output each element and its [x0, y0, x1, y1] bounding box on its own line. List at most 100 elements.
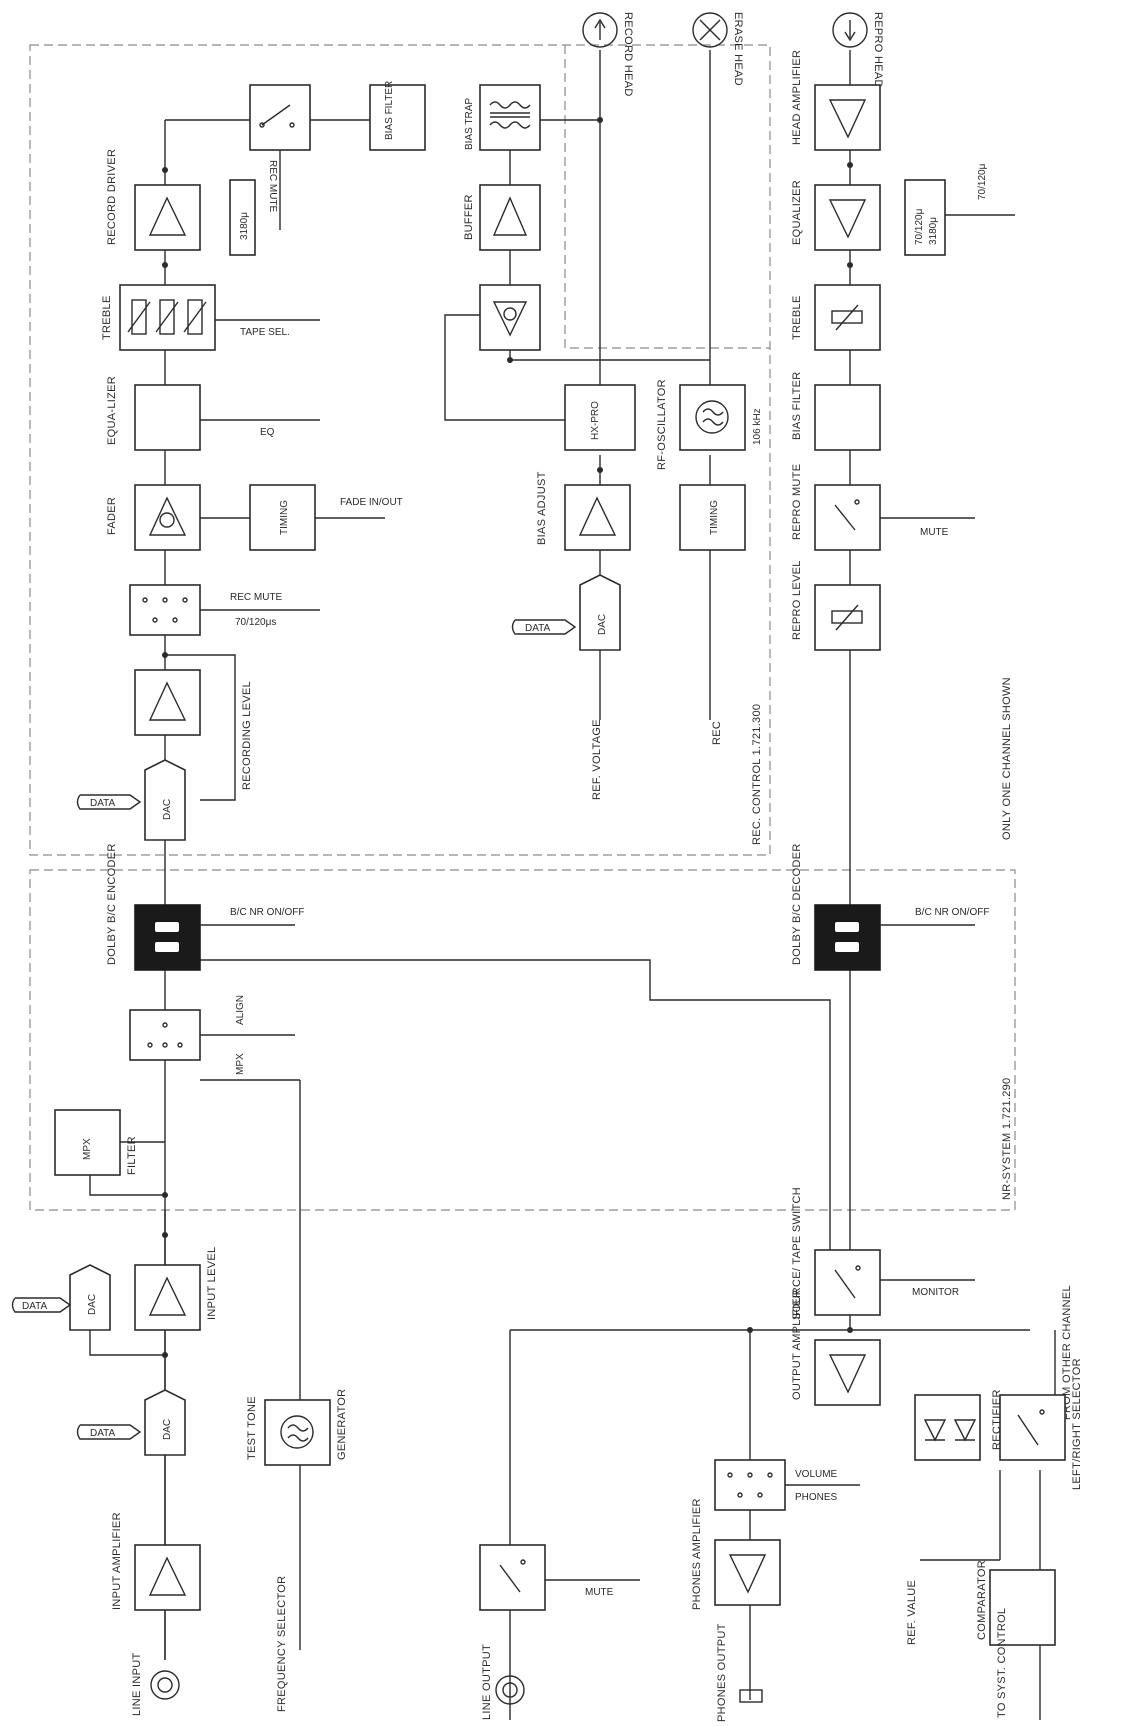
- svg-text:MPX: MPX: [82, 1138, 93, 1160]
- svg-text:DOLBY B/C ENCODER: DOLBY B/C ENCODER: [106, 843, 118, 965]
- treble-rec: TREBLE TAPE SEL.: [101, 284, 320, 351]
- phones-amplifier: PHONES AMPLIFIER: [691, 1498, 781, 1610]
- svg-text:RECORD DRIVER: RECORD DRIVER: [106, 149, 118, 245]
- ref-voltage-label: REF. VOLTAGE: [591, 719, 603, 800]
- svg-text:REPRO HEAD: REPRO HEAD: [872, 12, 884, 88]
- svg-text:RECORD HEAD: RECORD HEAD: [622, 12, 634, 97]
- line-input-jack: LINE INPUT: [131, 1652, 180, 1716]
- svg-text:ALIGN: ALIGN: [235, 995, 246, 1025]
- rec-control-boundary: [29, 44, 771, 856]
- svg-text:REC MUTE: REC MUTE: [230, 592, 283, 603]
- bias-filter-rec: BIAS FILTER: [369, 81, 426, 151]
- hx-pro: HX-PRO: [564, 384, 636, 451]
- bias-adjust: BIAS ADJUST: [536, 471, 631, 551]
- source-tape-switch: SOURCE/ TAPE SWITCH MONITOR: [791, 1187, 975, 1320]
- output-amplifier: OUTPUT AMPLIFIER: [791, 1290, 881, 1406]
- svg-text:HX-PRO: HX-PRO: [590, 401, 601, 440]
- svg-text:HEAD AMPLIFIER: HEAD AMPLIFIER: [791, 50, 803, 145]
- svg-text:OUTPUT AMPLIFIER: OUTPUT AMPLIFIER: [791, 1290, 803, 1400]
- erase-head: ERASE HEAD: [692, 12, 744, 86]
- dac-input-amp: DAC DATA: [76, 1389, 186, 1456]
- recording-level-amp: RECORDING LEVEL: [134, 669, 253, 790]
- input-amplifier: INPUT AMPLIFIER: [111, 1512, 201, 1611]
- repro-level: REPRO LEVEL: [791, 560, 881, 651]
- svg-text:MUTE: MUTE: [920, 527, 949, 538]
- head-amplifier: HEAD AMPLIFIER: [791, 50, 881, 151]
- rec-control-label: REC: [711, 721, 723, 745]
- svg-text:EQ: EQ: [260, 427, 275, 438]
- svg-text:FILTER: FILTER: [126, 1136, 138, 1175]
- repro-mute: REPRO MUTE MUTE: [791, 464, 975, 551]
- svg-text:DAC: DAC: [162, 799, 173, 820]
- dolby-decoder: DOLBY B/C DECODER B/C NR ON/OFF: [791, 843, 989, 971]
- svg-text:70/120μ: 70/120μ: [977, 163, 988, 200]
- rec-mute-switch-matrix: REC MUTE 70/120μs: [129, 584, 320, 636]
- xover-block: [479, 284, 541, 351]
- dac-input-level: DAC DATA: [11, 1264, 165, 1356]
- svg-text:106 kHz: 106 kHz: [752, 408, 763, 445]
- svg-text:MPX: MPX: [235, 1053, 246, 1075]
- align-switch: ALIGN MPX: [129, 995, 295, 1075]
- svg-text:DAC: DAC: [162, 1419, 173, 1440]
- ref-value-label: REF. VALUE: [906, 1580, 918, 1645]
- svg-text:70/120μ: 70/120μ: [914, 208, 925, 245]
- time-constant-3180: 3180μ: [229, 179, 256, 256]
- svg-text:PHONES: PHONES: [795, 1492, 838, 1503]
- rec-mute-switch: REC MUTE: [249, 84, 311, 230]
- svg-text:RF-OSCILLATOR: RF-OSCILLATOR: [656, 379, 668, 470]
- nr-system-label: NR-SYSTEM 1.721.290: [1001, 1078, 1013, 1200]
- svg-text:ERASE HEAD: ERASE HEAD: [732, 12, 744, 86]
- svg-text:BIAS ADJUST: BIAS ADJUST: [536, 471, 548, 545]
- fader: FADER: [106, 484, 201, 551]
- svg-text:BIAS TRAP: BIAS TRAP: [464, 98, 475, 150]
- bias-trap: BIAS TRAP: [464, 84, 541, 151]
- equalizer-rec: EQUA-LIZER EQ: [106, 376, 320, 451]
- svg-text:INPUT LEVEL: INPUT LEVEL: [206, 1247, 218, 1320]
- test-tone-generator: TEST TONE GENERATOR: [246, 1389, 348, 1466]
- rf-oscillator: RF-OSCILLATOR 106 kHz: [656, 379, 763, 470]
- svg-text:DAC: DAC: [87, 1294, 98, 1315]
- svg-text:REC MUTE: REC MUTE: [267, 160, 278, 213]
- svg-text:FADER: FADER: [106, 497, 118, 535]
- mpx-filter: MPX FILTER: [54, 1109, 165, 1196]
- buffer: BUFFER: [463, 184, 541, 251]
- svg-text:BIAS FILTER: BIAS FILTER: [791, 372, 803, 441]
- timing-osc: TIMING: [679, 484, 746, 551]
- svg-text:MONITOR: MONITOR: [912, 1287, 959, 1298]
- from-other-channel-label: FROM OTHER CHANNEL: [1061, 1285, 1073, 1420]
- dac-rec-level: DAC DATA: [76, 759, 186, 841]
- rec-control-notch: [564, 45, 770, 349]
- svg-text:B/C NR ON/OFF: B/C NR ON/OFF: [915, 907, 989, 918]
- svg-text:LINE OUTPUT: LINE OUTPUT: [481, 1644, 493, 1720]
- svg-text:REPRO LEVEL: REPRO LEVEL: [791, 560, 803, 640]
- svg-text:TIMING: TIMING: [279, 500, 290, 535]
- svg-text:VOLUME: VOLUME: [795, 1469, 838, 1480]
- svg-text:TREBLE: TREBLE: [101, 295, 113, 340]
- svg-text:B/C NR ON/OFF: B/C NR ON/OFF: [230, 907, 304, 918]
- left-right-selector: LEFT/RIGHT SELECTOR: [999, 1358, 1083, 1490]
- equalizer-play: EQUALIZER: [791, 180, 881, 251]
- to-syst-control-label: TO SYST. CONTROL: [996, 1608, 1008, 1718]
- svg-text:SOURCE/ TAPE SWITCH: SOURCE/ TAPE SWITCH: [791, 1187, 803, 1320]
- svg-text:RECORDING LEVEL: RECORDING LEVEL: [241, 681, 253, 790]
- svg-text:FADE IN/OUT: FADE IN/OUT: [340, 497, 403, 508]
- dac-bias: DAC DATA: [511, 574, 621, 651]
- svg-text:TREBLE: TREBLE: [791, 295, 803, 340]
- svg-text:3180μ: 3180μ: [928, 217, 939, 245]
- phones-output-jack: PHONES OUTPUT: [716, 1623, 763, 1722]
- only-one-channel-label: ONLY ONE CHANNEL SHOWN: [1001, 677, 1013, 840]
- eq-time-constant-box: 70/120μ 3180μ 70/120μ: [904, 163, 1015, 256]
- svg-text:DATA: DATA: [525, 623, 551, 634]
- svg-text:DATA: DATA: [90, 1428, 116, 1439]
- svg-text:TIMING: TIMING: [709, 500, 720, 535]
- rec-control-board-label: REC. CONTROL 1.721.300: [751, 704, 763, 845]
- svg-text:TEST TONE: TEST TONE: [246, 1396, 258, 1460]
- svg-text:DATA: DATA: [90, 798, 116, 809]
- svg-text:BUFFER: BUFFER: [463, 194, 475, 240]
- svg-text:DATA: DATA: [22, 1301, 48, 1312]
- svg-text:INPUT AMPLIFIER: INPUT AMPLIFIER: [111, 1512, 123, 1610]
- svg-text:DAC: DAC: [597, 614, 608, 635]
- svg-text:3180μ: 3180μ: [239, 212, 250, 240]
- svg-text:EQUA-LIZER: EQUA-LIZER: [106, 376, 118, 445]
